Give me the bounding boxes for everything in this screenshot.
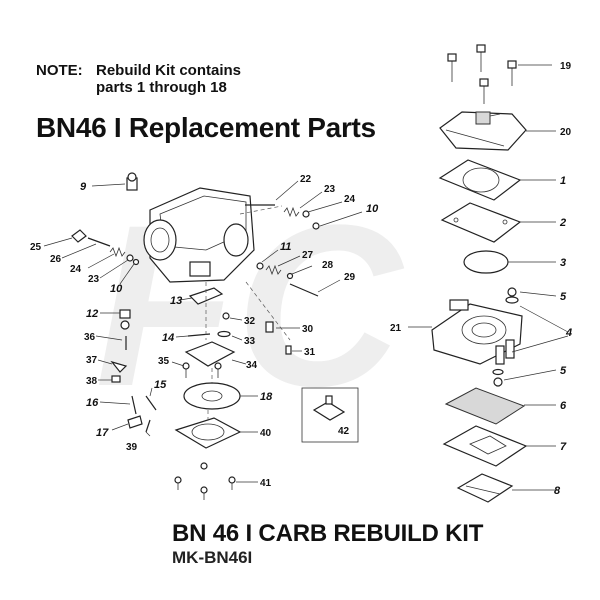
callout-25: 25 [30,242,42,253]
spring-set-left [109,246,140,266]
note-line-1: Rebuild Kit contains [96,62,242,79]
metering-cover-part-34 [184,341,236,367]
pump-cover-part-20 [439,111,527,151]
callout-28: 28 [322,260,334,271]
callout-3: 3 [560,257,566,269]
callout-41: 41 [260,478,272,489]
lever-part-37 [110,360,128,373]
callout-27: 27 [302,250,314,261]
callout-4: 4 [565,327,572,339]
callout-6: 6 [560,400,567,412]
callout-10-left: 10 [110,283,123,295]
valve-part-5-upper [505,287,519,304]
lever-part-17 [127,415,143,429]
callout-40: 40 [260,428,272,439]
callout-21: 21 [390,323,402,334]
callout-31: 31 [304,347,316,358]
inset-box-part-42 [301,387,359,443]
callout-33: 33 [244,336,256,347]
callout-19: 19 [560,61,572,72]
callout-11: 11 [280,241,291,253]
spring-set-mid [256,262,294,280]
pin-part-15 [145,395,157,411]
spring-set-right [283,206,320,230]
valve-part-5-lower [492,368,504,387]
screws-part-41 [174,462,236,500]
screws-part-19 [447,44,517,104]
carburetor-body [143,187,255,283]
callout-18: 18 [260,391,273,403]
screen-part-8 [456,473,514,503]
callout-36: 36 [84,332,96,343]
diaphragm-part-2 [440,202,522,243]
callout-1: 1 [560,175,566,187]
screw-part-39 [145,419,151,433]
needle-part-12 [119,309,131,330]
callout-23-right: 23 [324,184,336,195]
valve-part-31 [285,345,292,355]
callout-30: 30 [302,324,314,335]
callout-8: 8 [554,485,561,497]
fitting-part-9 [126,172,138,191]
seat-part-30 [265,321,274,333]
callout-2: 2 [559,217,566,229]
callout-42: 42 [338,426,350,437]
note-line-2: parts 1 through 18 [96,79,227,96]
callout-34: 34 [246,360,258,371]
callout-20: 20 [560,127,572,138]
callout-10-right: 10 [366,203,379,215]
callout-39: 39 [126,442,138,453]
callout-13: 13 [170,295,182,307]
callout-26: 26 [50,254,62,265]
callout-37: 37 [86,355,98,366]
pin-part-16 [131,395,137,415]
callout-12: 12 [86,308,98,320]
callout-5-upper: 5 [560,291,567,303]
callout-14: 14 [162,332,174,344]
spring-part-33 [217,330,231,338]
callout-32: 32 [244,316,256,327]
kit-code: MK-BN46I [172,548,253,567]
pin-part-32 [222,312,230,320]
callout-9: 9 [80,181,87,193]
oring-part-3 [463,250,509,274]
callout-38: 38 [86,376,98,387]
callout-7: 7 [560,441,567,453]
screw-part-38 [111,375,121,383]
note-label: NOTE: [36,62,83,79]
callout-23-left: 23 [88,274,100,285]
metering-diaphragm-part-18 [183,382,241,410]
needle-part-29 [289,283,319,297]
callout-35: 35 [158,356,170,367]
callout-15: 15 [154,379,167,391]
callout-29: 29 [344,272,356,283]
kit-note: NOTE: Rebuild Kit contains parts 1 throug… [36,62,241,96]
adjust-screw-part-25 [71,229,111,247]
pump-body-part-21 [431,299,523,365]
callout-5-lower: 5 [560,365,567,377]
callout-24-right: 24 [344,194,356,205]
gasket-part-1 [438,159,522,201]
callout-24-left: 24 [70,264,82,275]
gasket-part-7 [442,425,528,467]
page-title: BN46 I Replacement Parts [36,112,376,143]
callout-22: 22 [300,174,312,185]
kit-title: BN 46 I CARB REBUILD KIT [172,520,484,547]
callout-17: 17 [96,427,109,439]
diaphragm-part-6 [444,387,526,425]
callout-16: 16 [86,397,99,409]
